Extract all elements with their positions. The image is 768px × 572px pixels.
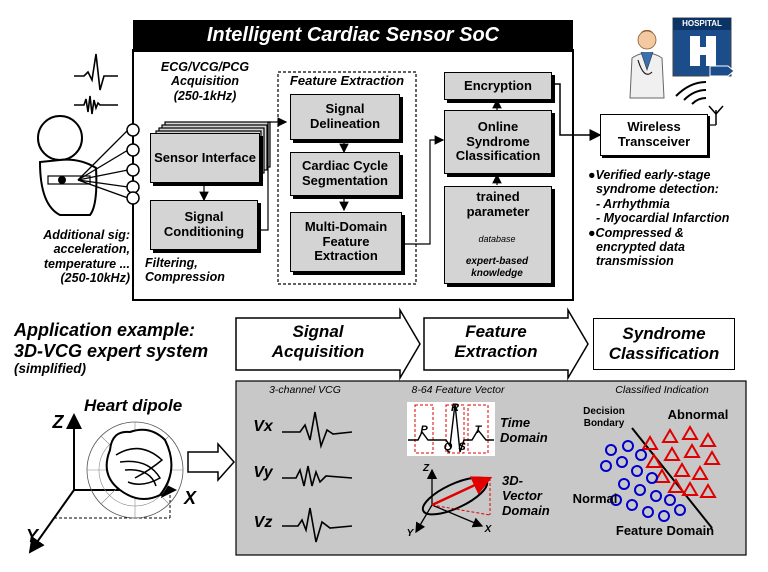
heart-dipole-graphic bbox=[28, 413, 184, 554]
vector-domain-line2: Vector bbox=[502, 487, 542, 503]
axis-x-label: X bbox=[183, 488, 196, 508]
cardiac-cycle-box: Cardiac Cycle Segmentation bbox=[290, 152, 400, 196]
flow-syndrome-line2: Classification bbox=[608, 344, 720, 363]
vy-label: Vy bbox=[253, 464, 273, 481]
time-domain-label: Time Domain bbox=[500, 415, 560, 446]
verified-line5: ●Compressed & bbox=[588, 225, 684, 240]
classified-title: Classified Indication bbox=[615, 384, 709, 396]
pqrst-q: Q bbox=[443, 441, 453, 453]
vz-label: Vz bbox=[253, 514, 273, 531]
vz-wave bbox=[282, 507, 353, 543]
feature-extraction-title: Feature Extraction bbox=[289, 73, 405, 88]
flow-signal-acquisition: Signal Acquisition bbox=[238, 322, 398, 361]
additional-sig-line1: Additional sig: bbox=[43, 228, 130, 242]
decision-line2: Bondary bbox=[583, 417, 625, 429]
additional-sig-line2: acceleration, bbox=[53, 242, 130, 257]
flow-feature-extraction-line1: Feature bbox=[465, 322, 527, 341]
signal-delineation-box: Signal Delineation bbox=[290, 94, 400, 140]
verified-notes: ●Verified early-stage syndrome detection… bbox=[588, 168, 766, 269]
arrow-to-panel bbox=[187, 442, 236, 482]
feature-domain-label: Feature Domain bbox=[615, 523, 715, 538]
flow-syndrome-line1: Syndrome bbox=[622, 324, 706, 344]
flow-feature-extraction-line2: Extraction bbox=[454, 341, 538, 361]
additional-sig-label: Additional sig: acceleration, temperatur… bbox=[8, 228, 130, 286]
database-label: database bbox=[478, 234, 516, 244]
soc-title: Intelligent Cardiac Sensor SoC bbox=[206, 24, 500, 46]
abnormal-label: Abnormal bbox=[667, 407, 729, 422]
vector-domain-graphic bbox=[415, 468, 493, 534]
multidomain-box: Multi-Domain Feature Extraction bbox=[290, 212, 402, 272]
doctor-icon bbox=[629, 30, 665, 99]
vx-wave bbox=[282, 411, 353, 450]
decision-line1: Decision bbox=[583, 406, 625, 417]
small-axis-x: X bbox=[484, 524, 492, 535]
heart-dipole-label: Heart dipole bbox=[84, 396, 183, 415]
acquisition-line1: ECG/VCG/PCG bbox=[160, 60, 250, 74]
flow-syndrome-classification: Syndrome Classification bbox=[593, 318, 735, 370]
verified-line2: syndrome detection: bbox=[596, 182, 719, 197]
normal-label: Normal bbox=[572, 491, 618, 506]
acquisition-line2: Acquisition bbox=[170, 74, 240, 89]
trained-parameter-label: trained parameter bbox=[466, 189, 530, 219]
application-line1: Application example: bbox=[14, 320, 196, 340]
filtering-label: Filtering, Compression bbox=[145, 256, 225, 285]
hospital-sign: HOSPITAL bbox=[682, 19, 722, 28]
verified-line7: transmission bbox=[596, 254, 674, 269]
vy-wave bbox=[282, 465, 353, 487]
vector-domain-line3: Domain bbox=[502, 502, 550, 518]
trained-parameter-box: trained parameter bbox=[444, 186, 552, 284]
time-domain-graphic bbox=[407, 402, 495, 456]
vector-domain-label: 3D- Vector Domain bbox=[502, 473, 562, 519]
application-label: Application example: 3D-VCG expert syste… bbox=[14, 320, 244, 377]
pqrst-r: R bbox=[451, 402, 459, 414]
sensor-interface-box: Sensor Interface bbox=[150, 133, 260, 183]
soc-title-bar bbox=[133, 20, 573, 52]
hospital-icon bbox=[672, 17, 735, 77]
ecg-wave-icon bbox=[74, 53, 118, 91]
application-line3: (simplified) bbox=[14, 361, 87, 377]
additional-sig-line3: temperature ... bbox=[43, 256, 130, 271]
axis-z-label: Z bbox=[52, 412, 64, 432]
small-axis-z: Z bbox=[422, 463, 430, 474]
flow-signal-acquisition-line2: Acquisition bbox=[271, 341, 365, 361]
pqrst-t: T bbox=[474, 424, 482, 436]
small-axis-y: Y bbox=[406, 528, 414, 539]
additional-sig-line4: (250-10kHz) bbox=[60, 271, 130, 286]
online-syndrome-box: Online Syndrome Classification bbox=[444, 110, 552, 174]
time-domain-line2: Domain bbox=[500, 429, 548, 445]
vcg-title: 3-channel VCG bbox=[269, 384, 341, 396]
feature-vector-title: 8-64 Feature Vector bbox=[411, 384, 505, 396]
signal-conditioning-box: Signal Conditioning bbox=[150, 200, 258, 250]
pcg-wave-icon bbox=[74, 95, 118, 115]
verified-line4: - Myocardial Infarction bbox=[596, 211, 730, 226]
decision-boundary-label: Decision Bondary bbox=[574, 406, 634, 429]
flow-signal-acquisition-line1: Signal bbox=[292, 322, 344, 341]
time-domain-line1: Time bbox=[500, 415, 531, 430]
flow-arrows bbox=[235, 307, 589, 381]
encryption-box: Encryption bbox=[444, 72, 552, 100]
wireless-transceiver-box: Wireless Transceiver bbox=[600, 114, 708, 156]
acquisition-line3: (250-1kHz) bbox=[173, 88, 237, 103]
expert-knowledge-label: expert-based knowledge bbox=[465, 256, 529, 279]
classification-scatter bbox=[600, 425, 721, 529]
pqrst-s: S bbox=[458, 441, 466, 453]
vector-domain-line1: 3D- bbox=[502, 473, 523, 488]
acquisition-label: ECG/VCG/PCG Acquisition (250-1kHz) bbox=[140, 60, 270, 103]
axis-y-label: Y bbox=[25, 526, 38, 546]
verified-line3: - Arrhythmia bbox=[596, 196, 670, 211]
patient-figure bbox=[37, 115, 140, 216]
pqrst-p: P bbox=[420, 424, 428, 436]
application-line2: 3D-VCG expert system bbox=[14, 340, 209, 361]
vx-label: Vx bbox=[253, 418, 273, 435]
verified-line1: ●Verified early-stage bbox=[588, 168, 711, 182]
flow-feature-extraction: Feature Extraction bbox=[426, 322, 566, 361]
verified-line6: encrypted data bbox=[596, 239, 685, 254]
